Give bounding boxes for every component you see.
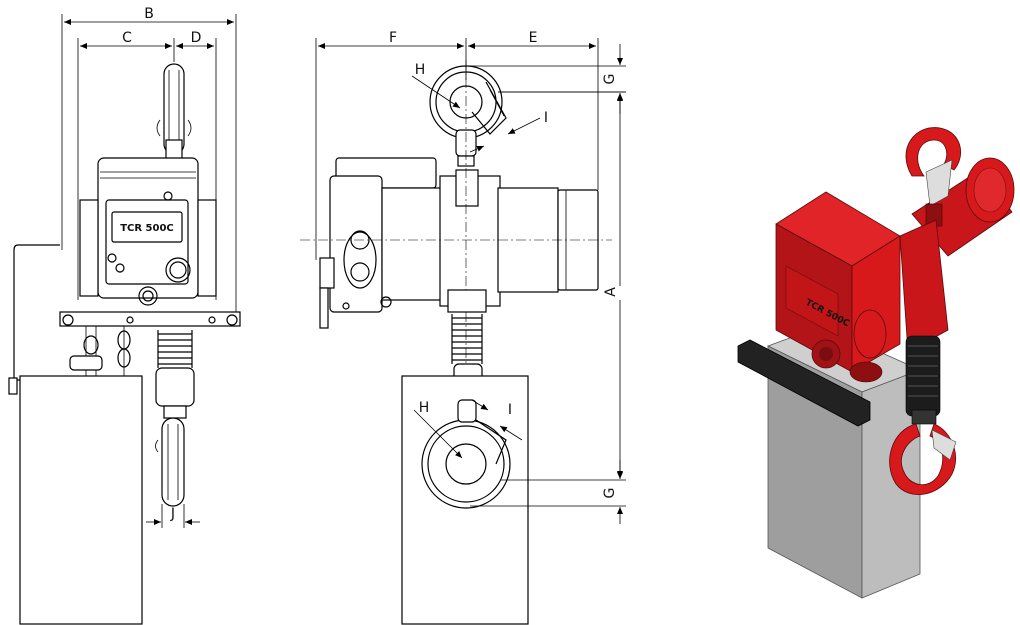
- dimension-label-g-top: G: [602, 74, 618, 85]
- dimension-i-bottom: I: [471, 399, 523, 441]
- render-view: TCR 500C: [737, 127, 1015, 599]
- render-top-hook: [905, 127, 961, 227]
- dimension-label-b: B: [144, 6, 154, 22]
- dimension-g-bottom: G: [470, 460, 626, 524]
- dimension-j: J: [146, 504, 200, 528]
- side-top-hook: [429, 65, 507, 167]
- front-chain: [69, 326, 131, 378]
- dimension-label-g-bottom: G: [602, 488, 618, 499]
- dimension-label-h-bottom: H: [419, 400, 430, 416]
- render-gearbox: TCR 500C: [775, 191, 949, 383]
- block-right: [861, 369, 921, 599]
- front-bottom-assembly: [155, 330, 195, 507]
- front-view: B C D: [8, 6, 241, 625]
- dimension-label-f: F: [389, 30, 397, 46]
- front-top-hook: [156, 63, 192, 161]
- dimension-label-e: E: [529, 30, 538, 46]
- dimension-h-top: H: [411, 62, 461, 109]
- side-bottom-hook: [421, 399, 511, 509]
- side-body: [300, 60, 612, 530]
- dimension-label-i-bottom: I: [508, 402, 512, 418]
- render-bracket: [737, 339, 871, 427]
- dimension-b: B: [61, 6, 237, 320]
- dimension-label-d: D: [191, 30, 202, 46]
- dimension-c: C: [77, 30, 175, 300]
- front-bracket: [8, 244, 241, 395]
- dimension-label-a: A: [603, 287, 619, 297]
- dimension-h-bottom: H: [413, 400, 463, 459]
- dimension-i-top: I: [469, 110, 548, 153]
- render-bottom-hook: [889, 423, 957, 495]
- front-model-label: TCR 500C: [120, 223, 174, 234]
- dimension-label-i-top: I: [544, 110, 548, 126]
- side-view: F E G H: [300, 30, 626, 625]
- render-spring: [905, 335, 941, 425]
- front-load-block: [19, 375, 143, 625]
- front-gearbox: TCR 500C: [79, 157, 217, 306]
- dimension-a: A: [498, 91, 626, 481]
- dimension-e: E: [468, 30, 599, 190]
- dimension-label-j: J: [170, 506, 175, 522]
- dimension-label-h-top: H: [415, 62, 426, 78]
- dimension-label-c: C: [122, 30, 132, 46]
- dimension-g-top: G: [466, 44, 626, 114]
